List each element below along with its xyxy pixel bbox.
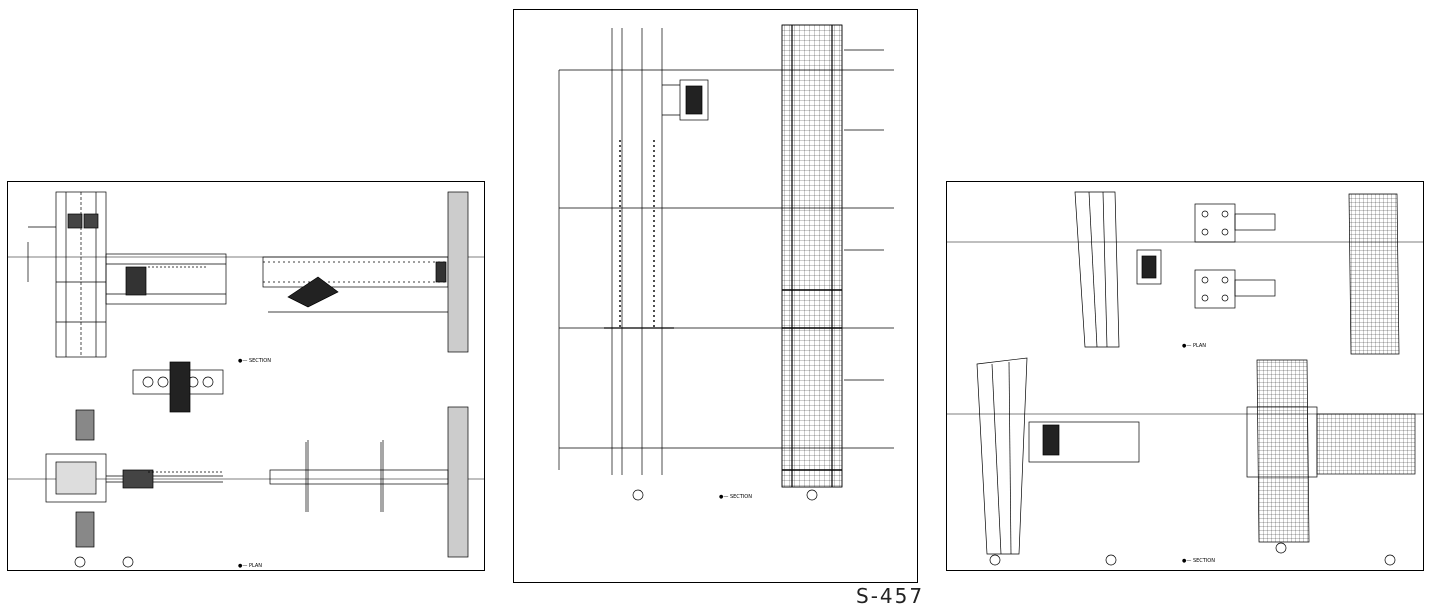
wall-reinforcement-mesh [781, 24, 843, 488]
concrete-wall-bottom [447, 406, 469, 558]
left-detail-sheet: ●— SECTION ●— PLAN [7, 181, 485, 571]
svg-text:●— SECTION: ●— SECTION [238, 358, 271, 364]
inclined-column-bottom [976, 357, 1140, 555]
left-detail-drawing: ●— SECTION ●— PLAN [8, 191, 484, 569]
center-detail-drawing: ●— SECTION [558, 24, 894, 501]
svg-text:●— SECTION: ●— SECTION [719, 494, 752, 500]
center-detail-sheet: ●— SECTION [513, 9, 918, 583]
baseplate-plan-details [1194, 203, 1276, 309]
svg-text:●— SECTION: ●— SECTION [1182, 558, 1215, 564]
mesh-beam-bottom [1316, 413, 1416, 475]
column-rebar-elevation [604, 28, 709, 475]
inclined-column-top [1074, 191, 1162, 348]
inclined-brace [262, 256, 449, 313]
right-detail-drawing: ●— PLAN ●— SECTION [947, 191, 1423, 566]
column-plan-bottom [45, 409, 223, 548]
concrete-wall-top [447, 191, 469, 353]
right-detail-sheet: ●— PLAN ●— SECTION [946, 181, 1424, 571]
beam-connection-top [105, 253, 227, 305]
perforated-plate-detail [132, 361, 224, 413]
column-elevation-top [27, 191, 107, 358]
sheet-code-label: S-457 [856, 584, 925, 608]
inclined-mesh-column-bottom [1256, 359, 1310, 543]
svg-text:●— PLAN: ●— PLAN [238, 563, 262, 569]
beam-plan-bottom [269, 440, 449, 512]
inclined-mesh-column-top [1348, 193, 1400, 355]
svg-text:●— PLAN: ●— PLAN [1182, 343, 1206, 349]
